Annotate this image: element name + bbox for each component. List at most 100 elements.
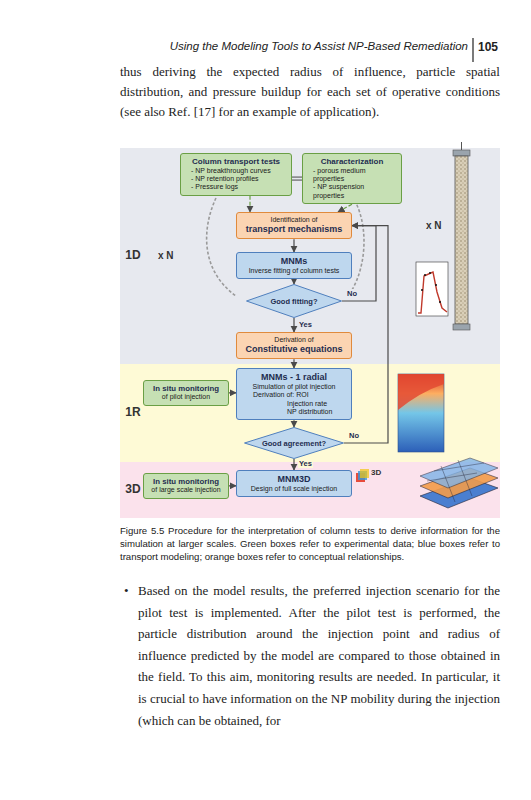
bullet: • (124, 580, 136, 602)
flow-connector (294, 279, 295, 284)
loop-arc (352, 196, 364, 290)
box-heading: 3D (123, 482, 143, 496)
label-holder: x N (158, 250, 184, 262)
flow-connector (294, 459, 295, 470)
label-holder: 105 (478, 40, 518, 54)
box-text: Constitutive equations (241, 344, 347, 355)
label-holder: x N (426, 220, 452, 232)
box-heading: Derivation of (241, 336, 347, 344)
data-box: Characterization- porous medium properti… (302, 153, 402, 204)
3d-simulation-image (420, 458, 498, 508)
box-heading: Column transport tests (185, 157, 287, 167)
repeat-label: x N (158, 250, 184, 262)
double-line (292, 177, 302, 178)
figure-part (429, 272, 431, 274)
model-box: MNM3DDesign of full scale injection (236, 470, 352, 497)
connector-line (338, 204, 352, 212)
box-heading: Characterization (307, 157, 397, 167)
repeat-label: x N (426, 220, 452, 232)
box-text: - NP suspension properties (307, 183, 397, 200)
figure-part (398, 374, 444, 410)
box-text: Simulation of pilot injection (241, 383, 347, 391)
connector-line (293, 239, 294, 252)
figure-part (424, 274, 426, 276)
connector-line (229, 485, 236, 486)
connector-line (293, 459, 294, 470)
figure-part (461, 142, 462, 150)
diamond-shape (245, 428, 344, 459)
body-paragraph: thus deriving the expected radius of inf… (120, 62, 500, 122)
radial-simulation-image (398, 374, 444, 452)
flow-connector (292, 177, 302, 180)
box-text: - porous medium properties (307, 167, 397, 184)
box-heading: 1R (123, 405, 143, 419)
model-box: MNMsInverse fitting of column tests (236, 252, 352, 279)
box-text: - NP retention profiles (185, 175, 287, 183)
figure-part (360, 469, 369, 478)
column-figure (453, 142, 470, 330)
model-box: MNMs - 1 radialSimulation of pilot injec… (236, 368, 352, 420)
box-heading: 1D (123, 248, 143, 262)
connector-line (293, 359, 294, 368)
flow-connector (294, 420, 295, 427)
box-text: of pilot injection (148, 393, 224, 401)
box-text: transport mechanisms (241, 224, 347, 235)
label-holder: thus deriving the expected radius of inf… (120, 62, 500, 122)
connector-line (293, 279, 294, 284)
decision-diamond: Good fitting? (246, 284, 342, 318)
stage-band: 1D Column transport tests- NP breakthroug… (120, 148, 500, 364)
flow-connector (338, 204, 352, 212)
edge-label-holder: Yes (298, 320, 313, 329)
figure-caption: Figure 5.5 Procedure for the interpretat… (120, 524, 500, 563)
connector-line (249, 196, 250, 212)
figure-part (427, 460, 484, 502)
box-heading: MNMs (241, 256, 347, 267)
loop-arc (207, 198, 236, 296)
edge-label: No (348, 431, 360, 440)
box-heading: Good agreement? (262, 439, 326, 448)
box-text: Derivation of: ROI (241, 391, 347, 399)
flow-connector (294, 359, 295, 368)
figure-part (416, 262, 448, 316)
connector-line (344, 226, 388, 443)
figure-part (421, 289, 423, 291)
figure-part (455, 156, 468, 324)
figure-part (398, 374, 444, 452)
box-text: of large scale injection (148, 486, 224, 494)
decision-diamond: Good agreement? (244, 427, 344, 459)
icon-label: 3D (371, 468, 391, 478)
box-heading: MNMs - 1 radial (241, 372, 347, 383)
edge-label: Yes (298, 459, 313, 468)
box-text: NP distribution (241, 408, 347, 416)
box-heading: MNM3D (241, 474, 347, 485)
diamond-shape (247, 285, 342, 318)
flow-connector (342, 226, 376, 301)
label-holder: Based on the model results, the preferre… (138, 580, 500, 731)
label-holder: Using the Modeling Tools to Assist NP-Ba… (140, 40, 468, 54)
box-heading: Good fitting? (270, 297, 317, 306)
box-text: Inverse fitting of column tests (241, 267, 347, 275)
connector-line (293, 318, 294, 332)
data-box: In situ monitoringof large scale injecti… (143, 473, 229, 499)
box-text: Injection rate (241, 400, 347, 408)
box-text: - Pressure logs (185, 183, 287, 191)
flow-connector (344, 226, 388, 443)
box-heading: In situ monitoring (148, 477, 224, 486)
double-line (292, 180, 302, 181)
edge-label: Yes (298, 320, 313, 329)
header-rule (472, 38, 473, 62)
edge-label-holder: Yes (298, 459, 313, 468)
page-number: 105 (478, 40, 518, 54)
box-text: - NP breakthrough curves (185, 167, 287, 175)
label-holder: • (124, 580, 136, 602)
figure-part (453, 150, 470, 156)
connector-line (342, 226, 376, 301)
concept-box: Derivation ofConstitutive equations (236, 332, 352, 359)
flow-connector (229, 485, 236, 486)
edge-label-holder: No (348, 431, 360, 440)
data-box: In situ monitoringof pilot injection (143, 380, 229, 406)
connector-line (229, 392, 236, 393)
flow-connector (294, 239, 295, 252)
figure-part (453, 324, 470, 330)
